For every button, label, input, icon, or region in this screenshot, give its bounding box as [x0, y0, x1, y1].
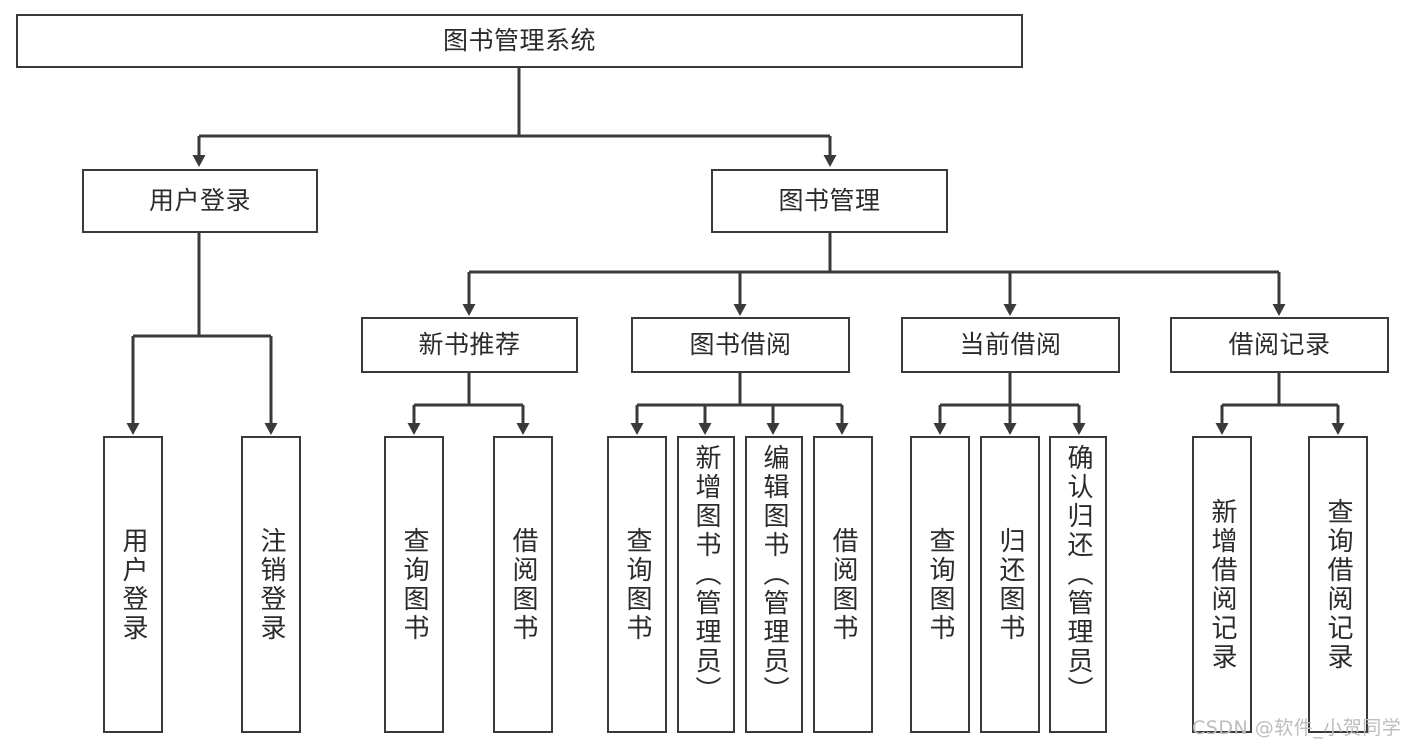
node-label: 新增借阅记录	[1207, 497, 1237, 672]
node-label: 借阅记录	[1228, 330, 1331, 360]
node-label: 图书管理	[778, 186, 881, 216]
node-label: 借阅图书	[508, 526, 538, 643]
node-borrow-record[interactable]: 借阅记录	[1170, 317, 1389, 373]
node-label: 用户登录	[118, 526, 148, 643]
node-label: 当前借阅	[959, 330, 1062, 360]
node-label: 归还图书	[995, 526, 1025, 643]
node-label: 查询图书	[622, 526, 652, 643]
node-label: 查询图书	[925, 526, 955, 643]
leaf-book-borrow-edit-book-admin[interactable]: 编辑图书（管理员）	[745, 436, 803, 733]
node-label: 图书管理系统	[442, 26, 596, 56]
leaf-user-login-login[interactable]: 用户登录	[103, 436, 163, 733]
leaf-current-borrow-confirm-return-admin[interactable]: 确认归还（管理员）	[1049, 436, 1107, 733]
csdn-watermark: CSDN @软件_小贺同学	[1192, 717, 1402, 739]
node-current-borrow[interactable]: 当前借阅	[901, 317, 1120, 373]
leaf-user-login-logout[interactable]: 注销登录	[241, 436, 301, 733]
leaf-current-borrow-query-book[interactable]: 查询图书	[910, 436, 970, 733]
leaf-new-book-query-book[interactable]: 查询图书	[384, 436, 444, 733]
node-new-book-recommend[interactable]: 新书推荐	[361, 317, 578, 373]
node-root-book-management-system[interactable]: 图书管理系统	[16, 14, 1023, 68]
leaf-new-book-borrow-book[interactable]: 借阅图书	[493, 436, 553, 733]
node-label: 注销登录	[256, 526, 286, 643]
node-label: 确认归还（管理员）	[1063, 444, 1093, 705]
node-label: 用户登录	[148, 186, 251, 216]
leaf-current-borrow-return-book[interactable]: 归还图书	[980, 436, 1040, 733]
node-label: 借阅图书	[828, 526, 858, 643]
node-book-management[interactable]: 图书管理	[711, 169, 948, 233]
node-label: 查询图书	[399, 526, 429, 643]
node-label: 新书推荐	[418, 330, 521, 360]
node-book-borrow[interactable]: 图书借阅	[631, 317, 850, 373]
node-label: 编辑图书（管理员）	[759, 444, 789, 705]
node-user-login[interactable]: 用户登录	[82, 169, 318, 233]
node-label: 查询借阅记录	[1323, 497, 1353, 672]
node-label: 新增图书（管理员）	[691, 444, 721, 705]
node-label: 图书借阅	[689, 330, 792, 360]
leaf-book-borrow-query-book[interactable]: 查询图书	[607, 436, 667, 733]
leaf-borrow-record-query-record[interactable]: 查询借阅记录	[1308, 436, 1368, 733]
leaf-book-borrow-borrow-book[interactable]: 借阅图书	[813, 436, 873, 733]
leaf-borrow-record-add-record[interactable]: 新增借阅记录	[1192, 436, 1252, 733]
leaf-book-borrow-add-book-admin[interactable]: 新增图书（管理员）	[677, 436, 735, 733]
